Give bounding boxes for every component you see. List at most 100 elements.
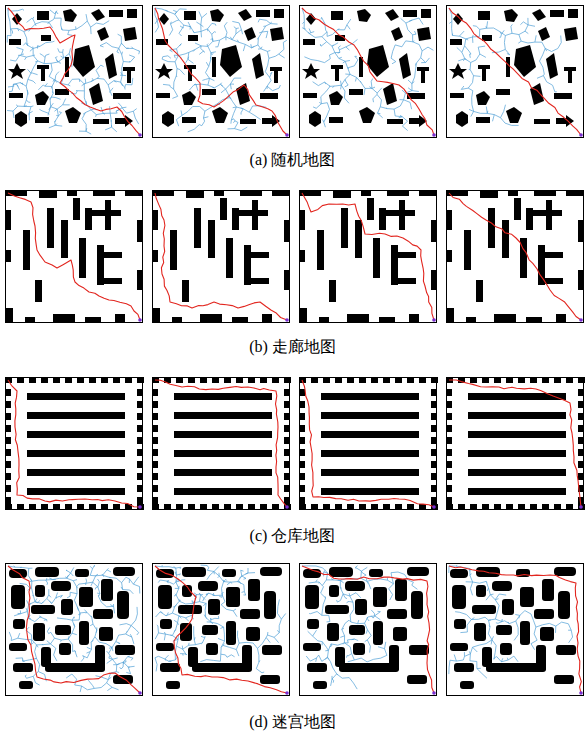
obstacle: [564, 27, 578, 41]
obstacle: [520, 587, 534, 607]
obstacle: [109, 10, 123, 17]
obstacle: [329, 117, 343, 123]
obstacle: [9, 643, 27, 651]
obstacle: [79, 587, 93, 607]
obstacle: [353, 643, 365, 655]
panel-border: [153, 378, 290, 510]
obstacle: [460, 681, 474, 689]
obstacle: [355, 599, 367, 615]
obstacle: [222, 569, 236, 577]
obstacle: [545, 252, 563, 258]
obstacle: [421, 9, 431, 18]
panel-ground: [299, 377, 437, 510]
obstacle: [532, 9, 546, 21]
goal-point: [285, 318, 289, 322]
panel-ground: [152, 563, 290, 696]
obstacle: [329, 91, 343, 105]
panel-border: [300, 378, 437, 510]
obstacle: [472, 605, 496, 614]
obstacle: [35, 567, 59, 577]
panel-ground: [5, 5, 143, 138]
obstacle: [307, 663, 327, 672]
panel-ground: [299, 563, 437, 696]
obstacle: [454, 663, 474, 672]
panel-border: [447, 378, 584, 510]
obstacle: [61, 220, 68, 258]
obstacle: [476, 91, 490, 105]
obstacle: [403, 10, 417, 17]
obstacle: [248, 579, 260, 601]
obstacle: [8, 63, 26, 79]
search-tree: [7, 8, 140, 134]
obstacle: [252, 200, 258, 230]
obstacle: [105, 200, 111, 230]
planned-path: [155, 8, 287, 135]
obstacle: [321, 469, 419, 476]
obstacle: [113, 567, 135, 576]
obstacle: [188, 35, 198, 41]
obstacle: [393, 627, 407, 641]
obstacle: [123, 27, 137, 41]
search-tree: [449, 565, 573, 678]
panel-border: [300, 6, 437, 138]
goal-point: [285, 691, 289, 695]
obstacle: [202, 625, 218, 635]
obstacle: [568, 71, 572, 83]
obstacle: [395, 579, 407, 601]
obstacle: [299, 308, 307, 323]
obstacle: [79, 238, 86, 278]
obstacle: [174, 450, 272, 457]
obstacle: [367, 198, 374, 220]
obstacle: [182, 280, 189, 302]
obstacle: [251, 278, 269, 284]
planned-path: [302, 566, 434, 693]
obstacle: [387, 119, 403, 124]
panel-ground: [299, 190, 437, 323]
obstacle: [27, 393, 125, 400]
planned-path: [302, 8, 434, 135]
obstacle: [302, 63, 320, 79]
obstacle: [554, 675, 574, 684]
obstacle: [99, 627, 113, 641]
obstacle: [303, 39, 315, 45]
obstacle: [260, 93, 278, 99]
obstacle: [37, 11, 49, 20]
obstacle: [468, 469, 566, 476]
obstacle: [321, 450, 419, 457]
obstacle: [210, 9, 224, 22]
panel-border: [6, 564, 143, 696]
map-panel: [152, 563, 290, 696]
obstacle: [341, 208, 348, 248]
map-panel: [446, 190, 584, 323]
obstacle: [391, 245, 398, 285]
goal-point: [579, 691, 583, 695]
obstacle: [307, 619, 319, 629]
obstacle: [468, 431, 566, 438]
planned-path: [449, 193, 581, 320]
obstacle: [546, 53, 558, 79]
obstacle: [482, 69, 486, 81]
map-panel: [5, 377, 144, 510]
obstacle: [91, 9, 105, 21]
panel-ground: [152, 190, 290, 323]
obstacle: [534, 609, 554, 619]
obstacle: [409, 314, 419, 323]
subfigure-caption: (b) 走廊地图: [0, 337, 585, 357]
subfigure-caption: (c) 仓库地图: [0, 526, 585, 546]
search-tree: [155, 565, 286, 673]
obstacle: [174, 412, 272, 419]
obstacle: [194, 208, 201, 248]
obstacle: [226, 621, 236, 645]
obstacle: [496, 625, 512, 635]
obstacle: [321, 393, 419, 400]
obstacle: [554, 93, 572, 99]
obstacle: [476, 117, 490, 123]
obstacle: [325, 605, 349, 614]
obstacle: [202, 89, 216, 95]
obstacle: [47, 208, 54, 248]
panel-border: [6, 6, 143, 138]
obstacle: [238, 9, 252, 21]
obstacle: [270, 27, 284, 41]
obstacle: [115, 314, 125, 323]
